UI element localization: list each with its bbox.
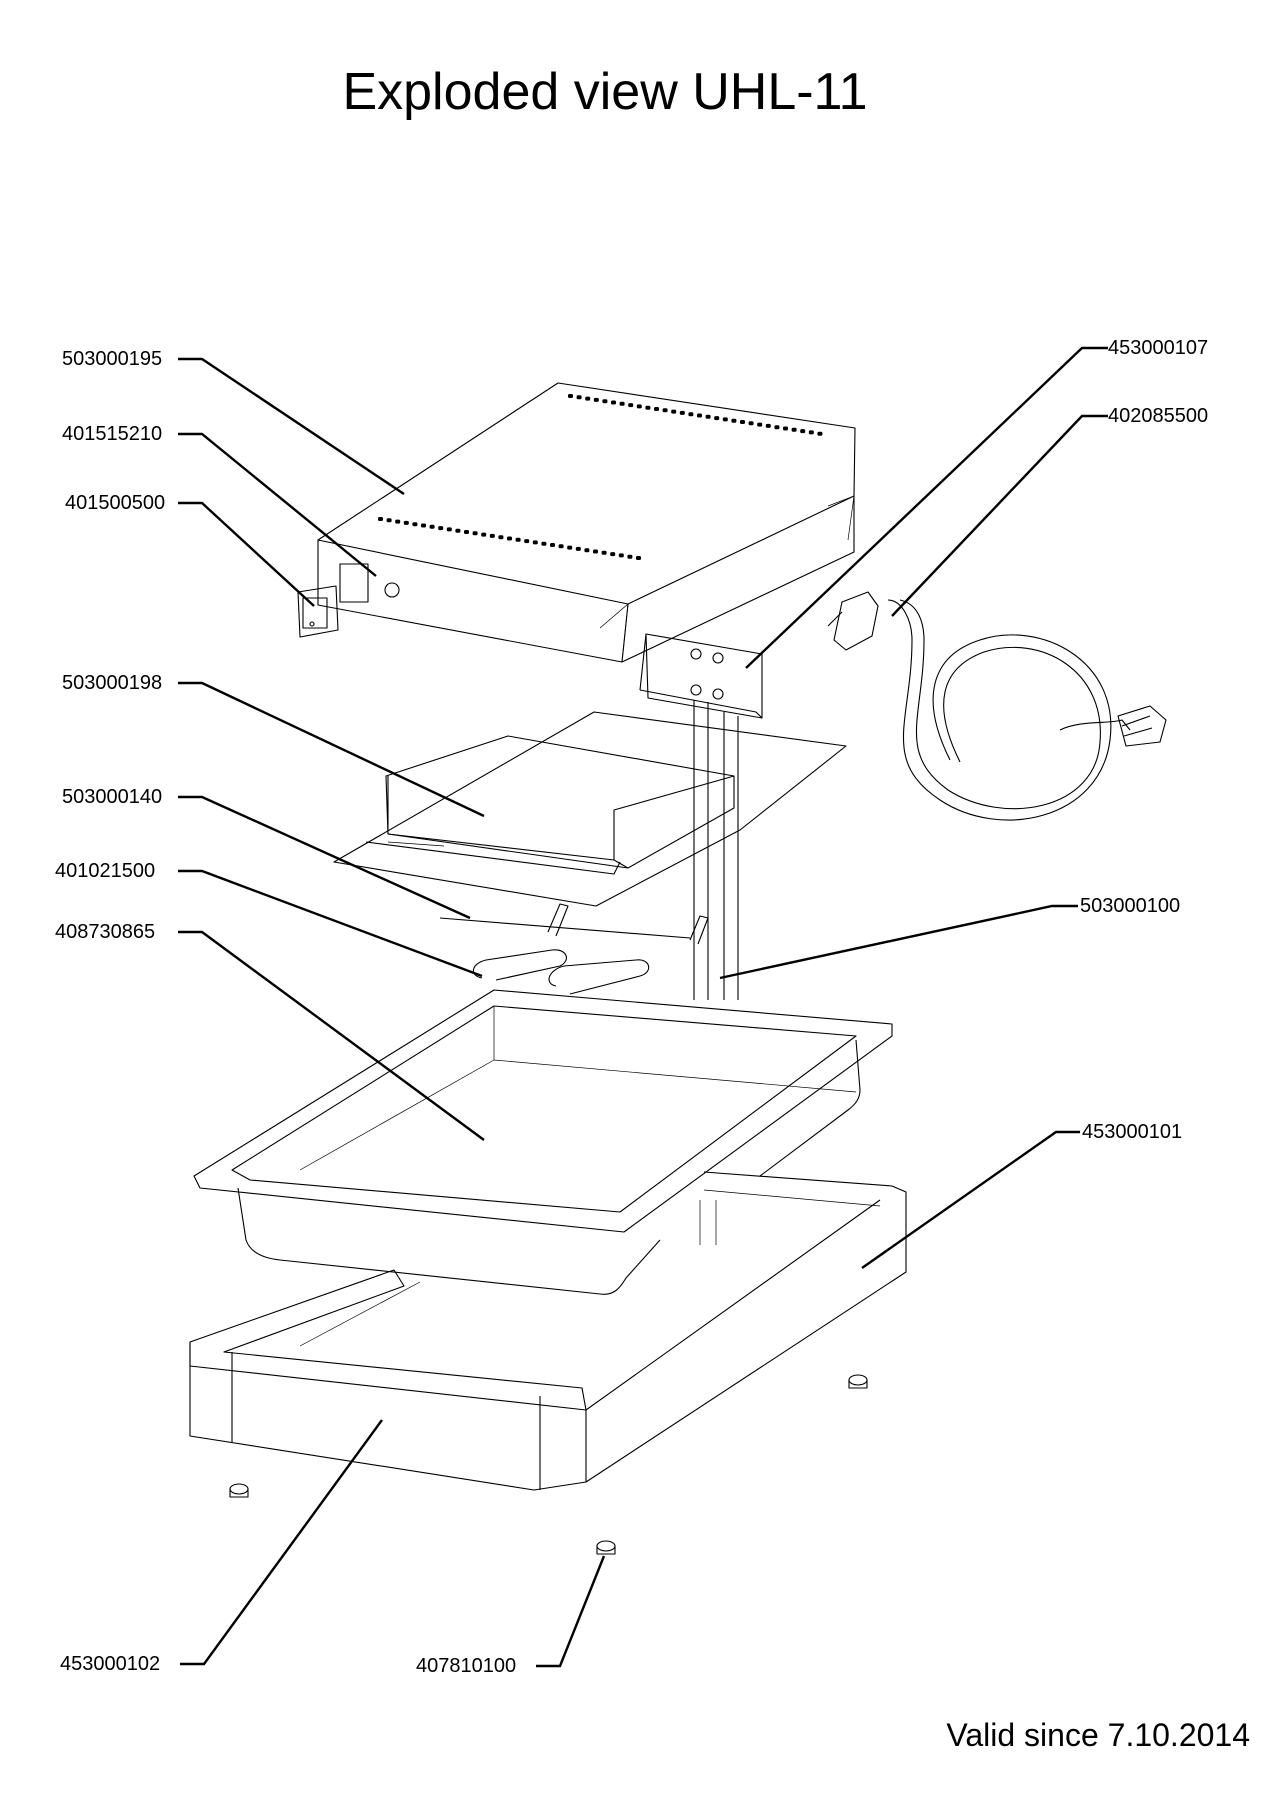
base-frame [585,1171,907,1483]
vent-slot [800,429,806,434]
support-column [693,700,739,1245]
vent-slots-front [378,517,641,560]
part-label-housing-top: 503000195 [62,348,163,370]
part-label-heating-unit: 503000198 [62,672,163,694]
vent-slot [817,431,823,436]
validity-note: Valid since 7.10.2014 [946,1717,1250,1753]
part-label-gn-pan: 408730865 [55,921,156,943]
vent-slot [740,420,745,424]
vent-slot [464,530,469,534]
top-housing [317,382,856,663]
part-label-power-cord: 402085500 [1108,405,1209,427]
part-label-bracket: 453000107 [1108,337,1209,359]
foot-icon-3 [596,1540,616,1555]
part-label-foot: 407810100 [416,1655,517,1677]
vent-slot [585,396,591,401]
foot-icon-1 [229,1483,249,1498]
vent-slot [602,399,608,404]
heating-unit [333,711,847,907]
vent-slot [636,404,642,409]
vent-slot [568,394,573,398]
vent-slot [757,422,763,427]
part-label-heating-element: 401021500 [55,860,156,882]
part-label-sensor: 503000140 [62,786,163,808]
part-label-base-tray: 453000102 [60,1653,161,1675]
page-title: Exploded view UHL-11 [342,63,868,121]
vent-slot [627,554,633,559]
vent-slot [532,540,538,545]
vent-slot [774,425,780,430]
vent-slot [584,548,590,553]
vent-slot [472,531,478,536]
mounting-bracket [639,633,763,719]
vent-slot [593,549,598,554]
part-label-switch-a: 401515210 [62,423,163,445]
vent-slot [765,423,771,428]
vent-slot [610,552,616,557]
vent-slot [601,550,607,555]
vent-slot [403,520,409,525]
vent-slot [611,400,616,405]
vent-slot [636,556,641,560]
vent-slot [808,430,814,435]
vent-slot [783,426,788,431]
base-tray [189,1269,587,1491]
power-cord [827,591,1167,821]
vent-slot [705,414,711,419]
vent-slot [429,524,435,529]
vent-slot [679,410,685,415]
vent-slot [567,545,573,550]
vent-slot [515,537,521,542]
vent-slot [748,421,754,426]
vent-slot [722,417,728,422]
vent-slot [688,412,694,417]
vent-slot [481,532,487,537]
vent-slot [558,544,564,549]
vent-slot [654,407,659,411]
vent-slots-rear [568,394,823,436]
vent-slot [791,427,797,432]
vent-slot [645,405,651,410]
vent-slot [714,416,720,421]
foot-icon-2 [848,1374,868,1389]
rocker-switch-icon [297,585,339,638]
part-label-base-frame: 453000101 [1082,1121,1183,1143]
vent-slot [446,527,452,532]
vent-slot [507,536,512,541]
vent-slot [671,409,677,414]
vent-slot [541,541,547,546]
vent-slot [395,519,401,524]
vent-slot [662,408,668,413]
vent-slot [455,528,461,533]
vent-slot [618,553,624,558]
vent-slot [576,395,582,400]
vent-slot [697,413,702,418]
vent-slot [412,522,418,527]
vent-slot [550,543,555,547]
vent-slot [489,533,495,538]
gn-pan [193,989,893,1295]
vent-slot [524,539,530,544]
vent-slot [378,517,383,521]
vent-slot [575,546,581,551]
vent-slot [628,403,634,408]
vent-slot [438,526,444,531]
vent-slot [593,397,599,402]
vent-slot [498,535,504,540]
part-label-switch-b: 401500500 [65,492,166,514]
vent-slot [421,523,426,528]
vent-slot [731,418,737,423]
vent-slot [619,401,625,406]
heating-element [439,903,709,995]
vent-slot [386,518,392,523]
part-label-column: 503000100 [1080,895,1181,917]
leader-lines [178,346,1108,1668]
